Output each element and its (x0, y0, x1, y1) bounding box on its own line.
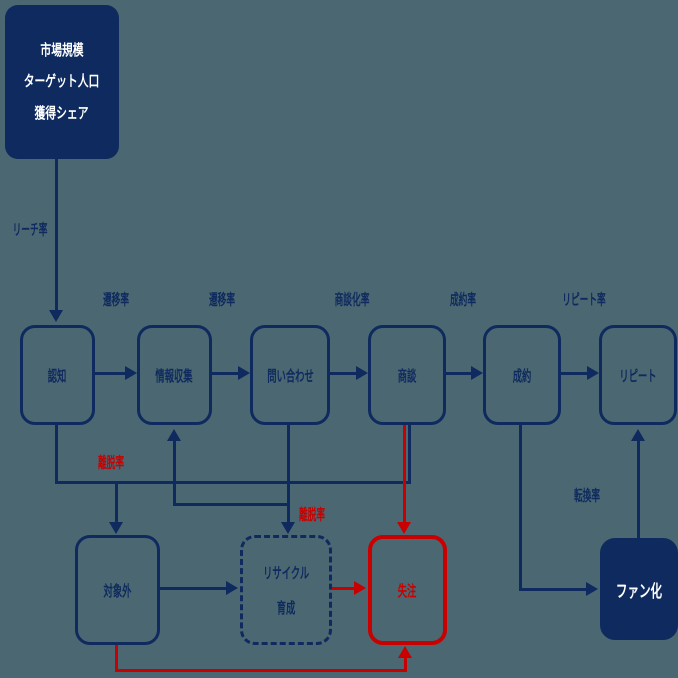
market-size-line1: 市場規模 (40, 41, 84, 59)
arrowhead-market-awareness (49, 310, 63, 322)
label-churn-rate-2: 離脱率 (298, 506, 326, 524)
node-negotiation: 商談 (368, 325, 446, 425)
arrowhead-churn-outofscope (109, 522, 123, 534)
connector-bottom-up-to-lost (404, 657, 407, 672)
connector-churn-horizontal (55, 481, 411, 484)
connector-inquiry-negotiation (330, 372, 358, 375)
node-lost-order-label: 失注 (398, 582, 417, 600)
label-negotiation-rate: 商談化率 (334, 291, 370, 309)
connector-negotiation-close (446, 372, 473, 375)
arrowhead-up-to-research (167, 429, 181, 441)
label-transition-rate-1: 遷移率 (102, 291, 130, 309)
node-fan-label: ファン化 (615, 581, 663, 601)
connector-outofscope-recycle (160, 587, 228, 590)
connector-research-inquiry (212, 372, 240, 375)
arrowhead-inquiry-negotiation (356, 366, 368, 380)
node-research: 情報収集 (137, 325, 212, 425)
connector-awareness-down (55, 425, 58, 484)
connector-recycle-horizontal (173, 503, 290, 506)
connector-negotiation-down (408, 425, 411, 484)
connector-bottom-horizontal (115, 669, 407, 672)
connector-outofscope-bottom-down (115, 645, 118, 672)
node-market-size: 市場規模 ターゲット人口 獲得シェア (5, 5, 119, 159)
node-recycle-nurture: リサイクル 育成 (240, 535, 332, 645)
arrowhead-recycle-lost (354, 581, 366, 595)
node-lost-order: 失注 (368, 535, 447, 645)
arrowhead-close-repeat (587, 366, 599, 380)
node-inquiry: 問い合わせ (250, 325, 330, 425)
node-recycle-label-line2: 育成 (276, 600, 296, 617)
arrowhead-awareness-research (125, 366, 137, 380)
node-inquiry-label: 問い合わせ (266, 367, 314, 385)
node-repeat-label: リピート (619, 367, 657, 385)
label-reach-rate: リーチ率 (12, 221, 48, 239)
node-out-of-scope: 対象外 (75, 535, 160, 645)
connector-recycle-lost (332, 587, 356, 590)
arrowhead-close-fan (586, 582, 598, 596)
label-transition-rate-2: 遷移率 (208, 291, 236, 309)
node-recycle-label-line1: リサイクル (262, 565, 310, 582)
arrowhead-inquiry-recycle (281, 522, 295, 534)
label-conversion-rate: 転換率 (573, 487, 601, 505)
node-close: 成約 (483, 325, 561, 425)
label-repeat-rate: リピート率 (562, 291, 606, 309)
connector-fan-repeat (637, 433, 640, 538)
node-fan-conversion: ファン化 (600, 538, 678, 640)
connector-awareness-research (95, 372, 128, 375)
arrowhead-fan-repeat (631, 429, 645, 441)
node-research-label: 情報収集 (155, 367, 194, 385)
connector-market-awareness (55, 159, 58, 312)
arrowhead-outofscope-recycle (226, 581, 238, 595)
label-close-rate: 成約率 (449, 291, 477, 309)
connector-close-repeat (561, 372, 589, 375)
connector-churn-outofscope (115, 481, 118, 524)
node-close-label: 成約 (512, 367, 532, 385)
connector-close-down (519, 425, 522, 591)
connector-inquiry-down (287, 425, 290, 524)
node-out-of-scope-label: 対象外 (103, 582, 132, 600)
arrowhead-negotiation-close (471, 366, 483, 380)
node-awareness: 認知 (20, 325, 95, 425)
connector-negotiation-lost (403, 425, 406, 524)
connector-up-to-research (173, 441, 176, 505)
arrowhead-research-inquiry (238, 366, 250, 380)
arrowhead-bottom-up-to-lost (398, 646, 412, 658)
node-awareness-label: 認知 (48, 367, 67, 385)
market-size-line3: 獲得シェア (34, 104, 89, 122)
market-size-line2: ターゲット人口 (24, 73, 100, 91)
arrowhead-negotiation-lost (397, 522, 411, 534)
node-negotiation-label: 商談 (397, 367, 417, 385)
label-churn-rate-1: 離脱率 (97, 454, 125, 472)
node-repeat: リピート (599, 325, 677, 425)
connector-close-fan (519, 588, 589, 591)
